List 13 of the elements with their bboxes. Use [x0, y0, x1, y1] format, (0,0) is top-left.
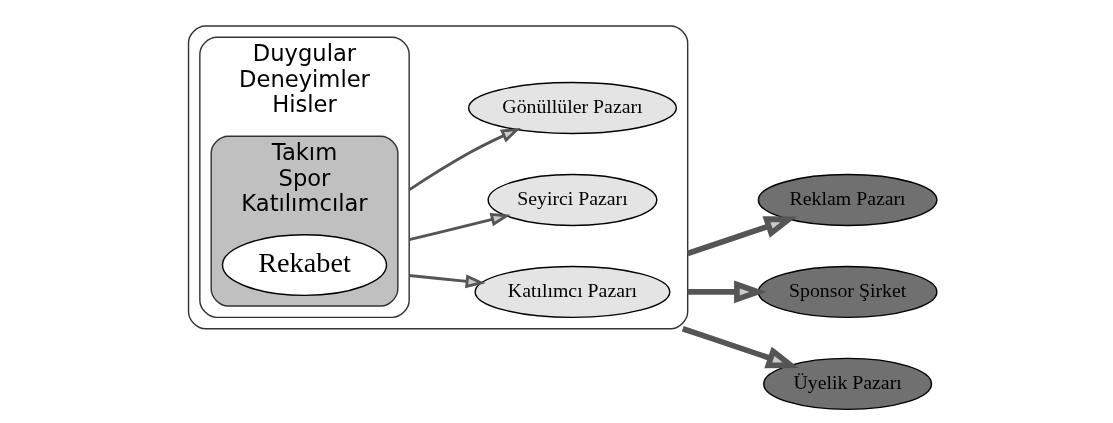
node-ellipse: Gönüllüler Pazarı: [467, 81, 677, 134]
cluster: [187, 24, 688, 329]
arrow: [686, 215, 797, 256]
node-ellipse: Reklam Pazarı: [757, 173, 938, 226]
arrow: [408, 212, 510, 241]
arrow: [687, 280, 767, 303]
node-ellipse: Üyelik Pazarı: [762, 357, 932, 410]
arrow: [407, 127, 521, 191]
node-ellipse: Rekabet: [221, 233, 387, 296]
node-ellipse: Sponsor Şirket: [757, 265, 938, 318]
arrow: [408, 273, 485, 288]
node-ellipse: Katılımcı Pazarı: [473, 265, 670, 318]
arrow: [681, 325, 799, 368]
